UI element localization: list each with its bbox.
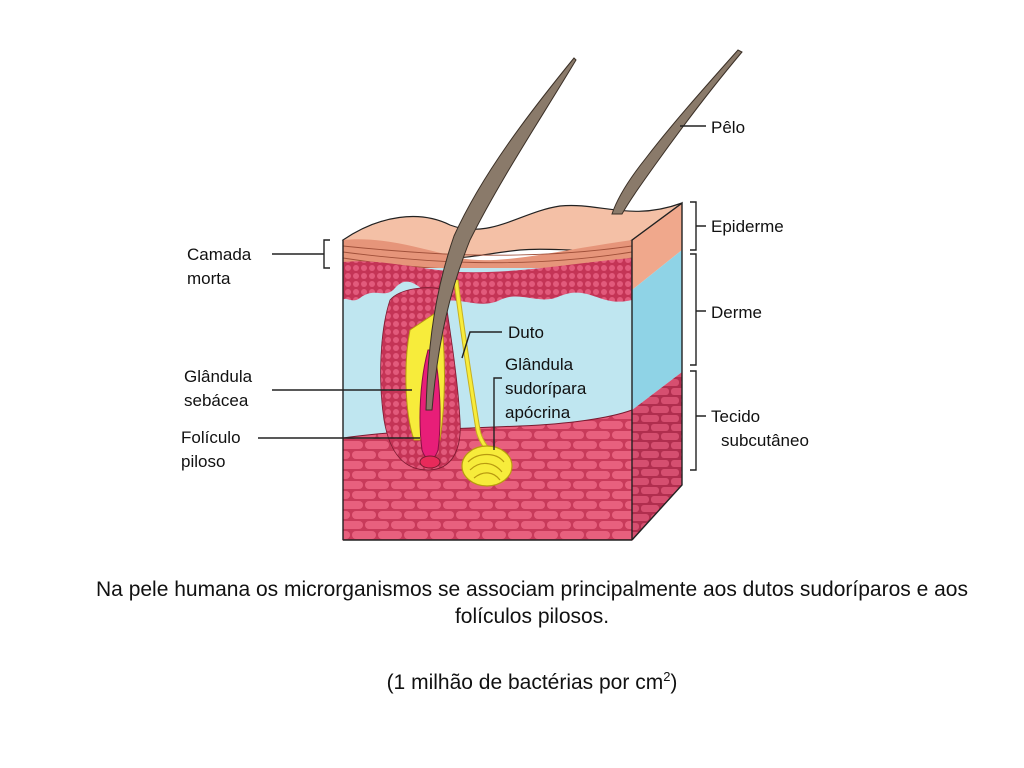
label-glandula-sudoripara-line2: sudorípara	[505, 379, 587, 398]
label-duto: Duto	[508, 323, 544, 342]
label-epiderme: Epiderme	[711, 217, 784, 236]
label-glandula-sebacea-line2: sebácea	[184, 391, 249, 410]
block-side-face	[631, 201, 683, 541]
caption-stat-suffix: )	[670, 671, 678, 694]
skin-cross-section-diagram: Pêlo Epiderme Derme Tecido subcutâneo Ca…	[181, 49, 809, 541]
caption-stat-superscript: 2	[663, 669, 671, 684]
dead-layer-cells	[343, 258, 632, 304]
label-glandula-sudoripara-line1: Glândula	[505, 355, 574, 374]
label-derme: Derme	[711, 303, 762, 322]
leader-lines	[258, 125, 706, 471]
label-pelo: Pêlo	[711, 118, 745, 137]
caption-main-text: Na pele humana os microrganismos se asso…	[96, 578, 968, 628]
label-tecido-line1: Tecido	[711, 407, 760, 426]
label-glandula-sudoripara-line3: apócrina	[505, 403, 571, 422]
label-foliculo-line1: Folículo	[181, 428, 241, 447]
caption-stat-prefix: (1 milhão de bactérias por cm	[386, 671, 664, 694]
label-foliculo-line2: piloso	[181, 452, 225, 471]
label-camada-line1: Camada	[187, 245, 252, 264]
hair-shaft-right	[611, 49, 743, 215]
label-tecido-line2: subcutâneo	[721, 431, 809, 450]
caption-statistic: (1 milhão de bactérias por cm2)	[62, 669, 1002, 696]
apocrine-sweat-gland	[453, 279, 513, 487]
hair-shaft-left	[425, 57, 577, 411]
label-camada-line2: morta	[187, 269, 231, 288]
label-glandula-sebacea-line1: Glândula	[184, 367, 253, 386]
